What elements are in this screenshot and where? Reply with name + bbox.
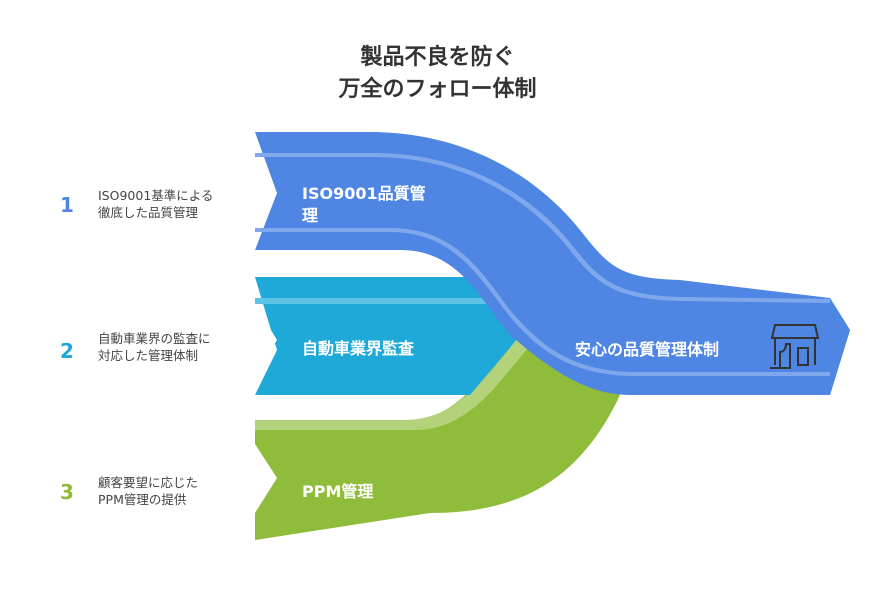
item-number-2: 2: [60, 339, 74, 363]
band-label-ppm: PPM管理: [302, 482, 374, 501]
band-audit-stripe: [255, 298, 493, 304]
storefront-thumbs-up-icon: [770, 324, 820, 369]
band-audit: [255, 277, 525, 395]
notch-iso: [255, 157, 277, 228]
item-description-2: 自動車業界の監査に 対応した管理体制: [98, 331, 211, 363]
title-line-2: 万全のフォロー体制: [338, 77, 537, 102]
item-description-1: ISO9001基準による 徹底した品質管理: [98, 188, 214, 220]
band-ppm-stripe: [255, 330, 540, 430]
band-ppm-main: [255, 335, 620, 540]
band-iso-stripe-bottom: [255, 228, 830, 376]
title-line-1: 製品不良を防ぐ: [360, 45, 515, 70]
notch-audit: [255, 304, 277, 374]
band-iso: [255, 132, 850, 395]
diagram-title: 製品不良を防ぐ 万全のフォロー体制: [0, 42, 875, 106]
band-label-iso: ISO9001品質管 理: [302, 184, 426, 225]
item-number-3: 3: [60, 480, 74, 504]
output-arrowhead: [830, 298, 850, 395]
notch-ppm: [255, 444, 277, 513]
item-number-1: 1: [60, 193, 74, 217]
item-description-3: 顧客要望に応じた PPM管理の提供: [98, 475, 199, 507]
band-label-audit: 自動車業界監査: [302, 339, 415, 358]
output-label: 安心の品質管理体制: [575, 340, 720, 359]
